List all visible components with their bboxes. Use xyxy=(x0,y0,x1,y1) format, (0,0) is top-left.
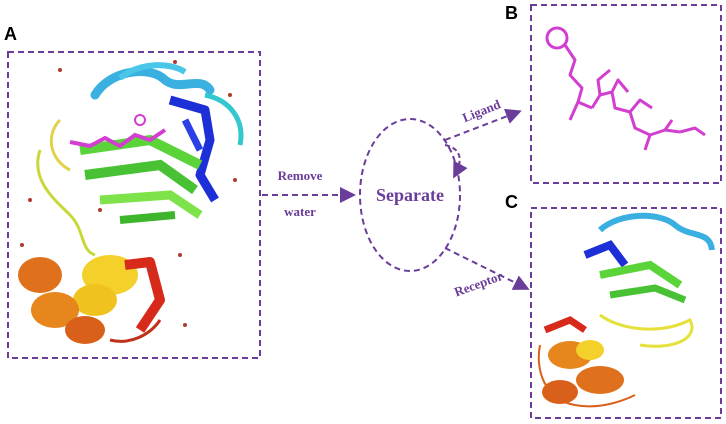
ligand-arrow xyxy=(444,108,522,141)
panel-a-box xyxy=(7,51,261,359)
receptor-arrow xyxy=(444,247,530,290)
receptor-structure-illustration xyxy=(537,212,715,408)
separate-flow-arrow xyxy=(444,144,468,179)
panel-c-box xyxy=(530,207,722,419)
complex-structure-illustration xyxy=(18,60,244,344)
panel-letter-b: B xyxy=(505,3,518,23)
panel-letter-c: C xyxy=(505,192,518,212)
panel-b-box xyxy=(530,4,722,184)
ligand-structure-illustration xyxy=(545,26,706,151)
water-label: water xyxy=(284,204,316,219)
separate-ellipse xyxy=(359,118,461,272)
receptor-label: Receptor xyxy=(452,268,505,299)
separate-label: Separate xyxy=(376,185,444,205)
remove-label: Remove xyxy=(278,168,323,183)
panel-letter-a: A xyxy=(4,24,17,44)
